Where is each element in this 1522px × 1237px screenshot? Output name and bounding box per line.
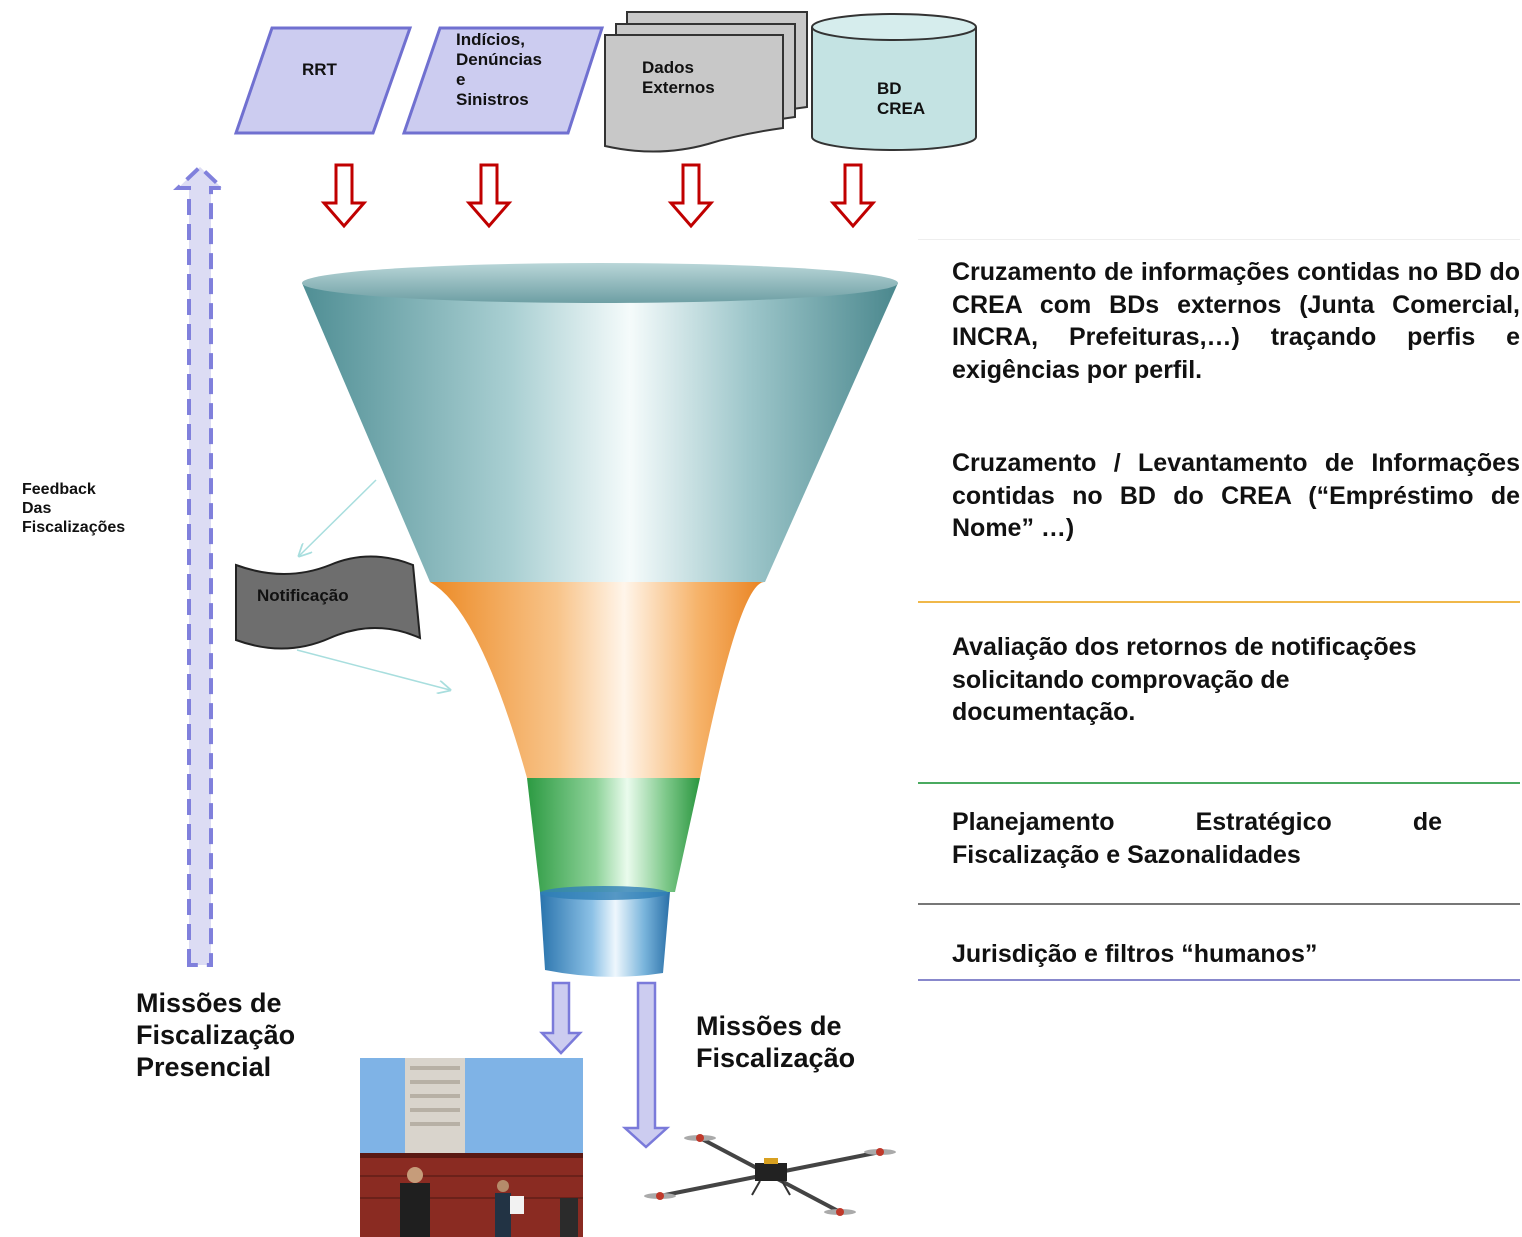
notificacao-shape [235, 555, 422, 650]
red-arrow-4 [829, 163, 877, 229]
missions-remote-label: Missões de Fiscalização [696, 1011, 856, 1073]
bd-crea-label: BD CREA [877, 79, 926, 119]
missions-presencial-label: Missões de Fiscalização Presencial [136, 988, 296, 1082]
inspection-photo [360, 1058, 583, 1237]
stage2-description: Avaliação dos retornos de notificações s… [952, 633, 1417, 726]
feedback-label: Feedback Das Fiscalizações [22, 481, 126, 536]
funnel-stage-1 [302, 283, 898, 582]
bd-crea-database [811, 13, 977, 151]
funnel [302, 263, 898, 977]
notificacao-arrow-in [299, 479, 377, 556]
dados-externos-document-stack [604, 11, 808, 153]
red-arrow-1 [320, 163, 368, 229]
stage3-description: Planejamento Estratégico de Fiscalização… [952, 808, 1442, 869]
indicios-label: Indícios, Denúncias e Sinistros [456, 30, 542, 110]
stage4-description: Jurisdição e filtros “humanos” [952, 940, 1318, 968]
feedback-arrow [173, 164, 227, 967]
drone-image [644, 1134, 896, 1216]
notificacao-arrow-out [296, 649, 450, 690]
stage1-description-b: Cruzamento / Levantamento de Informações… [952, 449, 1520, 542]
indicios-parallelogram [401, 26, 605, 135]
red-arrow-2 [465, 163, 513, 229]
dados-externos-label: Dados Externos [642, 58, 715, 98]
notificacao-label: Notificação [257, 586, 349, 605]
separator-top [918, 239, 1520, 240]
mission-arrow-presencial [539, 981, 583, 1055]
separator-gray [918, 903, 1520, 905]
separator-green [918, 782, 1520, 784]
red-arrow-3 [667, 163, 715, 229]
funnel-stage-4 [540, 892, 670, 977]
funnel-stage-3 [527, 778, 700, 892]
rrt-label: RRT [302, 60, 337, 79]
separator-purple [918, 979, 1520, 981]
stage1-description-a: Cruzamento de informações contidas no BD… [952, 258, 1520, 384]
mission-arrow-remote [621, 981, 671, 1149]
separator-orange [918, 601, 1520, 603]
funnel-top-rim [302, 263, 898, 303]
rrt-parallelogram [233, 26, 413, 135]
funnel-stage-2 [430, 581, 765, 778]
